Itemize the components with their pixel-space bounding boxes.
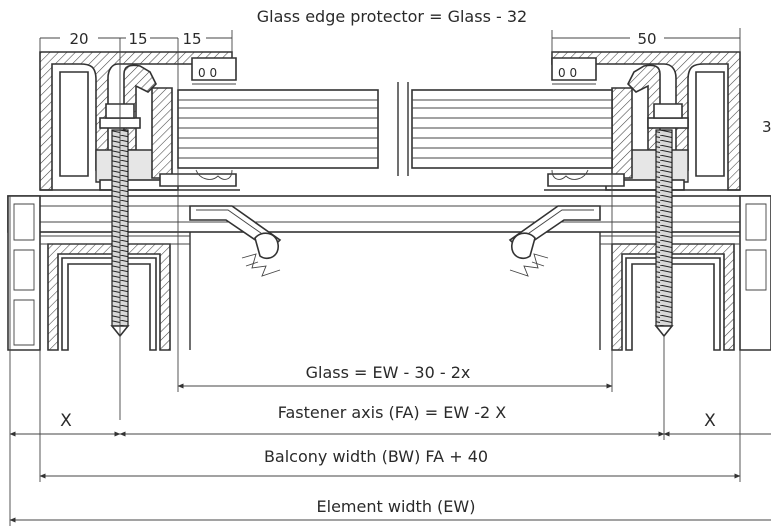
dim-15-label-a: 15: [128, 30, 147, 48]
dim-50-label: 50: [637, 30, 656, 48]
element-width-label: Element width (EW): [317, 497, 476, 516]
top-dimension-line: [39, 28, 741, 420]
balcony-width-label: Balcony width (BW) FA + 40: [264, 447, 488, 466]
x-right-label: X: [704, 411, 716, 431]
svg-text:0 0: 0 0: [198, 66, 217, 80]
left-bracket: [189, 205, 282, 277]
glass-dimension-line: [177, 168, 613, 392]
glass-edge-protector-label: Glass edge protector = Glass - 32: [257, 7, 527, 26]
right-handrail-profile: 0 0: [544, 51, 741, 191]
dim-20-label: 20: [69, 30, 88, 48]
fastener-axis-formula-label: Fastener axis (FA) = EW -2 X: [278, 403, 507, 422]
glass-pane-right: [411, 89, 613, 169]
glass-pane-left: [177, 89, 379, 169]
element-width-dimension-line: [9, 196, 771, 526]
glass-formula-label: Glass = EW - 30 - 2x: [306, 363, 471, 382]
base-rail-profile: [7, 195, 771, 351]
edge-3-label: 3: [762, 118, 771, 136]
glass-break-lines: [397, 82, 409, 176]
right-bracket: [508, 205, 601, 277]
balcony-width-dimension-line: [39, 350, 741, 482]
fastener-axis-dimension-line: [9, 336, 771, 440]
x-left-label: X: [60, 411, 72, 431]
right-fastener-screw: [647, 103, 689, 338]
dim-15-label-b: 15: [182, 30, 201, 48]
svg-text:0 0: 0 0: [558, 66, 577, 80]
